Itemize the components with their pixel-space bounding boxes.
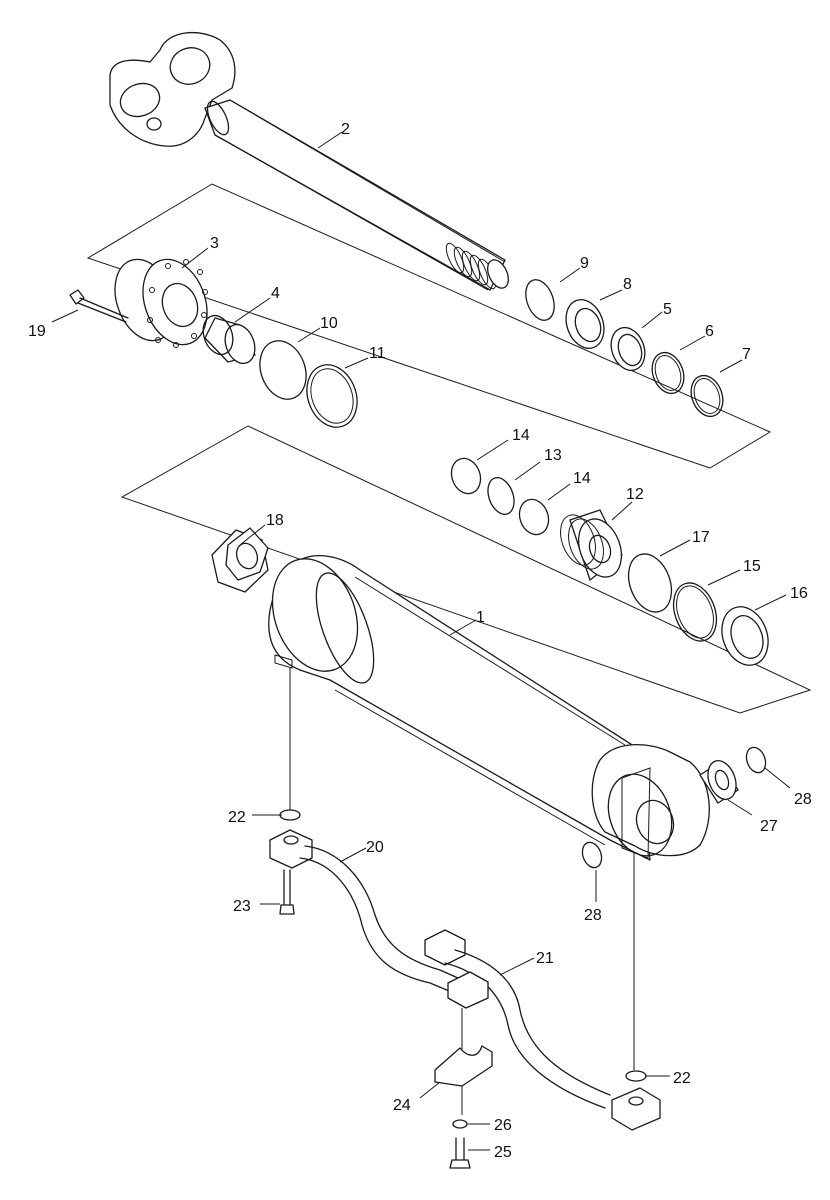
label-part-27: 27 bbox=[760, 818, 778, 835]
label-part-18: 18 bbox=[266, 512, 284, 529]
ring-part-10 bbox=[259, 340, 307, 400]
label-part-5: 5 bbox=[663, 301, 672, 318]
label-part-3: 3 bbox=[210, 235, 219, 252]
label-part-8: 8 bbox=[623, 276, 632, 293]
bolt-part-25 bbox=[449, 1137, 471, 1169]
label-part-1: 1 bbox=[476, 609, 485, 626]
pipe-part-21 bbox=[424, 929, 661, 1131]
piston-part-12 bbox=[560, 509, 623, 581]
label-part-11: 11 bbox=[369, 345, 386, 362]
ring-part-11 bbox=[306, 364, 358, 428]
seal-part-5 bbox=[610, 326, 646, 372]
nut-part-18 bbox=[211, 527, 269, 593]
label-part-13: 13 bbox=[544, 447, 562, 464]
seal-part-9 bbox=[525, 279, 555, 321]
seal-part-7 bbox=[690, 374, 724, 418]
label-part-7: 7 bbox=[742, 346, 751, 363]
label-part-10: 10 bbox=[320, 315, 338, 332]
bolt-part-23 bbox=[279, 869, 295, 915]
ring-part-16 bbox=[721, 606, 769, 666]
o-ring-part-22-a bbox=[279, 809, 301, 821]
seal-part-8 bbox=[565, 299, 605, 349]
o-ring-part-22-b bbox=[625, 1070, 647, 1082]
seal-part-6 bbox=[651, 351, 685, 395]
label-part-23: 23 bbox=[233, 898, 251, 915]
ring-part-15 bbox=[672, 582, 718, 642]
clamp-part-24 bbox=[434, 1045, 493, 1087]
label-part-22-a: 22 bbox=[228, 809, 246, 826]
label-part-19: 19 bbox=[28, 323, 46, 340]
ring-part-28-b bbox=[581, 841, 603, 869]
label-part-20: 20 bbox=[366, 839, 384, 856]
label-part-15: 15 bbox=[743, 558, 761, 575]
clamp-block bbox=[447, 971, 489, 1009]
label-part-17: 17 bbox=[692, 529, 710, 546]
label-part-4: 4 bbox=[271, 285, 280, 302]
label-part-14-b: 14 bbox=[573, 470, 591, 487]
ring-part-17 bbox=[627, 553, 673, 613]
piston-rod-part-2 bbox=[109, 31, 509, 291]
washer-part-26 bbox=[452, 1119, 468, 1129]
ring-part-13 bbox=[487, 477, 515, 515]
label-part-28-a: 28 bbox=[794, 791, 812, 808]
cylinder-head-part-3 bbox=[114, 258, 208, 348]
piston-group-frame bbox=[120, 425, 812, 714]
label-part-16: 16 bbox=[790, 585, 808, 602]
bushing-part-27 bbox=[699, 760, 739, 804]
label-part-24: 24 bbox=[393, 1097, 411, 1114]
label-part-2: 2 bbox=[341, 121, 350, 138]
ring-part-14-a bbox=[450, 457, 482, 495]
pipe-part-20 bbox=[269, 829, 486, 1004]
label-part-25: 25 bbox=[494, 1144, 512, 1161]
rod-group-frame bbox=[86, 183, 772, 469]
label-part-14-a: 14 bbox=[512, 427, 530, 444]
label-part-26: 26 bbox=[494, 1117, 512, 1134]
bolt-part-19 bbox=[69, 289, 129, 323]
label-part-9: 9 bbox=[580, 255, 589, 272]
ring-part-28-a bbox=[745, 746, 767, 774]
label-part-21: 21 bbox=[536, 950, 554, 967]
cylinder-tube-part-1 bbox=[268, 555, 710, 861]
bushing-part-4 bbox=[202, 314, 256, 365]
label-part-12: 12 bbox=[626, 486, 644, 503]
ring-part-14-b bbox=[518, 498, 550, 536]
label-part-22-b: 22 bbox=[673, 1070, 691, 1087]
label-part-28-b: 28 bbox=[584, 907, 602, 924]
label-part-6: 6 bbox=[705, 323, 714, 340]
